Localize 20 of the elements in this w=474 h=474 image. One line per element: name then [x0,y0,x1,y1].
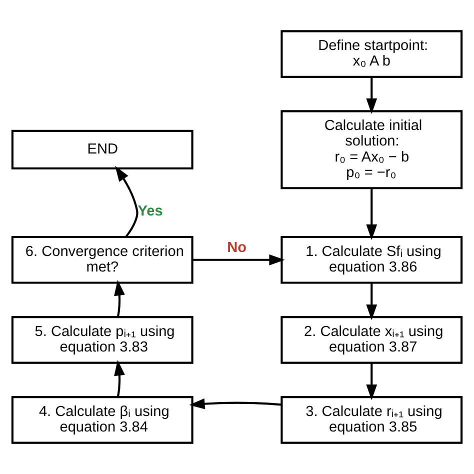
arrow [366,188,378,240]
arrow [366,283,378,320]
node-box: 1. Calculate Sfᵢ using equation 3.86 [280,236,463,284]
node-box: END [11,130,194,170]
arrow [189,398,282,410]
node-box: 5. Calculate pᵢ₊₁ using equation 3.83 [11,316,194,364]
node-box: 4. Calculate βᵢ using equation 3.84 [11,396,194,444]
arrow [115,166,138,238]
arrow [114,280,125,318]
node-box: 6. Convergence criterion met? [11,236,194,284]
node-box: 3. Calculate rᵢ₊₁ using equation 3.85 [280,396,463,444]
arrow [114,360,125,398]
arrow [366,77,378,114]
edge-label: Yes [138,203,163,220]
node-box: Calculate initial solution: r₀ = Ax₀ − b p₀ = −r₀ [280,110,463,190]
node-box: Define startpoint: x₀ A b [280,30,463,78]
arrow [366,363,378,400]
arrow [192,254,285,266]
edge-label: No [227,240,247,256]
node-box: 2. Calculate xᵢ₊₁ using equation 3.87 [280,316,463,364]
